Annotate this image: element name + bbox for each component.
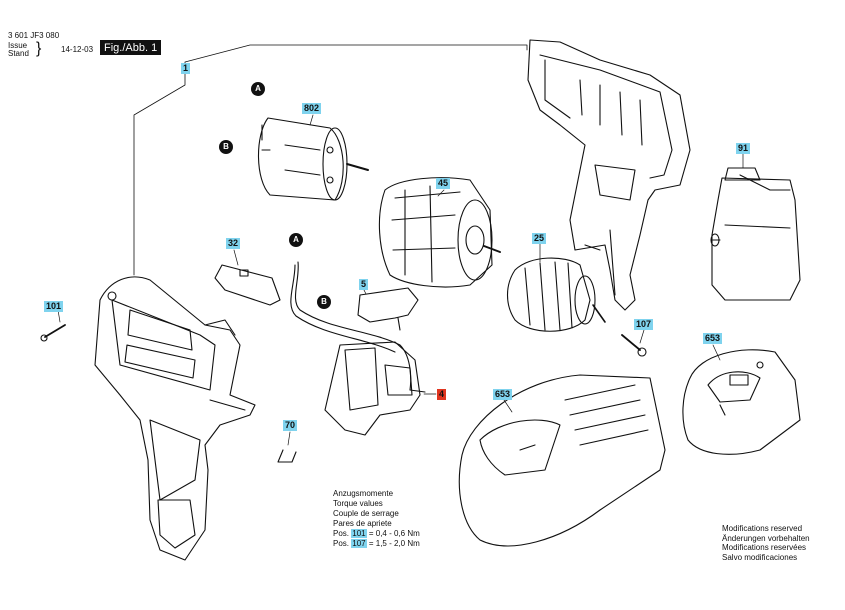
modifications-de: Änderungen vorbehalten [722,533,810,543]
torque-row-107: Pos. 107 = 1,5 - 2,0 Nm [333,539,420,549]
screw-101 [40,324,66,342]
figure-label: Fig./Abb. 1 [100,40,162,55]
torque-value-107: = 1,5 - 2,0 Nm [368,539,420,548]
callout-leaders [57,114,744,446]
issue-label: Issue [8,41,28,50]
connector-a-motor: A [251,82,265,96]
part-101-badge: 101 [44,301,64,312]
connector-b-motor: B [219,140,233,154]
torque-row-101: Pos. 101 = 0,4 - 0,6 Nm [333,529,420,539]
torque-pos-label: Pos. [333,539,350,548]
modifications-fr: Modifications reservées [722,543,807,552]
charger-small [682,349,801,455]
switch-with-wires [290,261,426,436]
document-number: 3 601 JF3 080 [8,31,60,40]
part-1-badge: 1 [181,63,191,74]
motor [257,117,369,201]
keyless-chuck [506,257,606,332]
torque-heading-en: Torque values [333,499,383,508]
part-802-badge: 802 [302,103,322,114]
modifications-notice: Modifications reserved Änderungen vorbeh… [722,524,810,562]
torque-heading-es: Pares de apriete [333,519,392,528]
torque-part-101: 101 [351,529,367,538]
part-653-small-badge: 653 [703,333,723,344]
battery-pack [710,167,801,301]
part-107-badge: 107 [634,319,654,330]
connector-a-wire: A [289,233,303,247]
housing-leader-lines [133,44,528,276]
part-4-badge: 4 [437,389,447,400]
part-91-badge: 91 [736,143,751,154]
part-25-badge: 25 [532,233,547,244]
left-housing-half [94,276,256,561]
issue-date: 14-12-03 [61,45,94,54]
brush-cover [214,264,281,306]
screw-107 [621,334,647,357]
torque-value-101: = 0,4 - 0,6 Nm [368,529,420,538]
torque-heading-de: Anzugsmomente [333,489,394,498]
right-housing-half [527,39,691,311]
modifications-en: Modifications reserved [722,524,803,533]
brace: } [36,40,42,57]
part-653-large-badge: 653 [493,389,513,400]
part-70-badge: 70 [283,420,298,431]
torque-heading-fr: Couple de serrage [333,509,399,518]
gearbox [378,177,501,288]
connector-b-wire: B [317,295,331,309]
torque-values-block: Anzugsmomente Torque values Couple de se… [333,489,420,549]
torque-part-107: 107 [351,539,367,548]
charger-large [458,374,666,547]
part-45-badge: 45 [436,178,451,189]
direction-slider [357,287,419,331]
modifications-es: Salvo modificaciones [722,552,798,562]
part-5-badge: 5 [359,279,369,290]
stand-label: Stand [8,49,29,58]
torque-pos-label: Pos. [333,529,350,538]
wire-clip [277,449,297,463]
part-32-badge: 32 [226,238,241,249]
